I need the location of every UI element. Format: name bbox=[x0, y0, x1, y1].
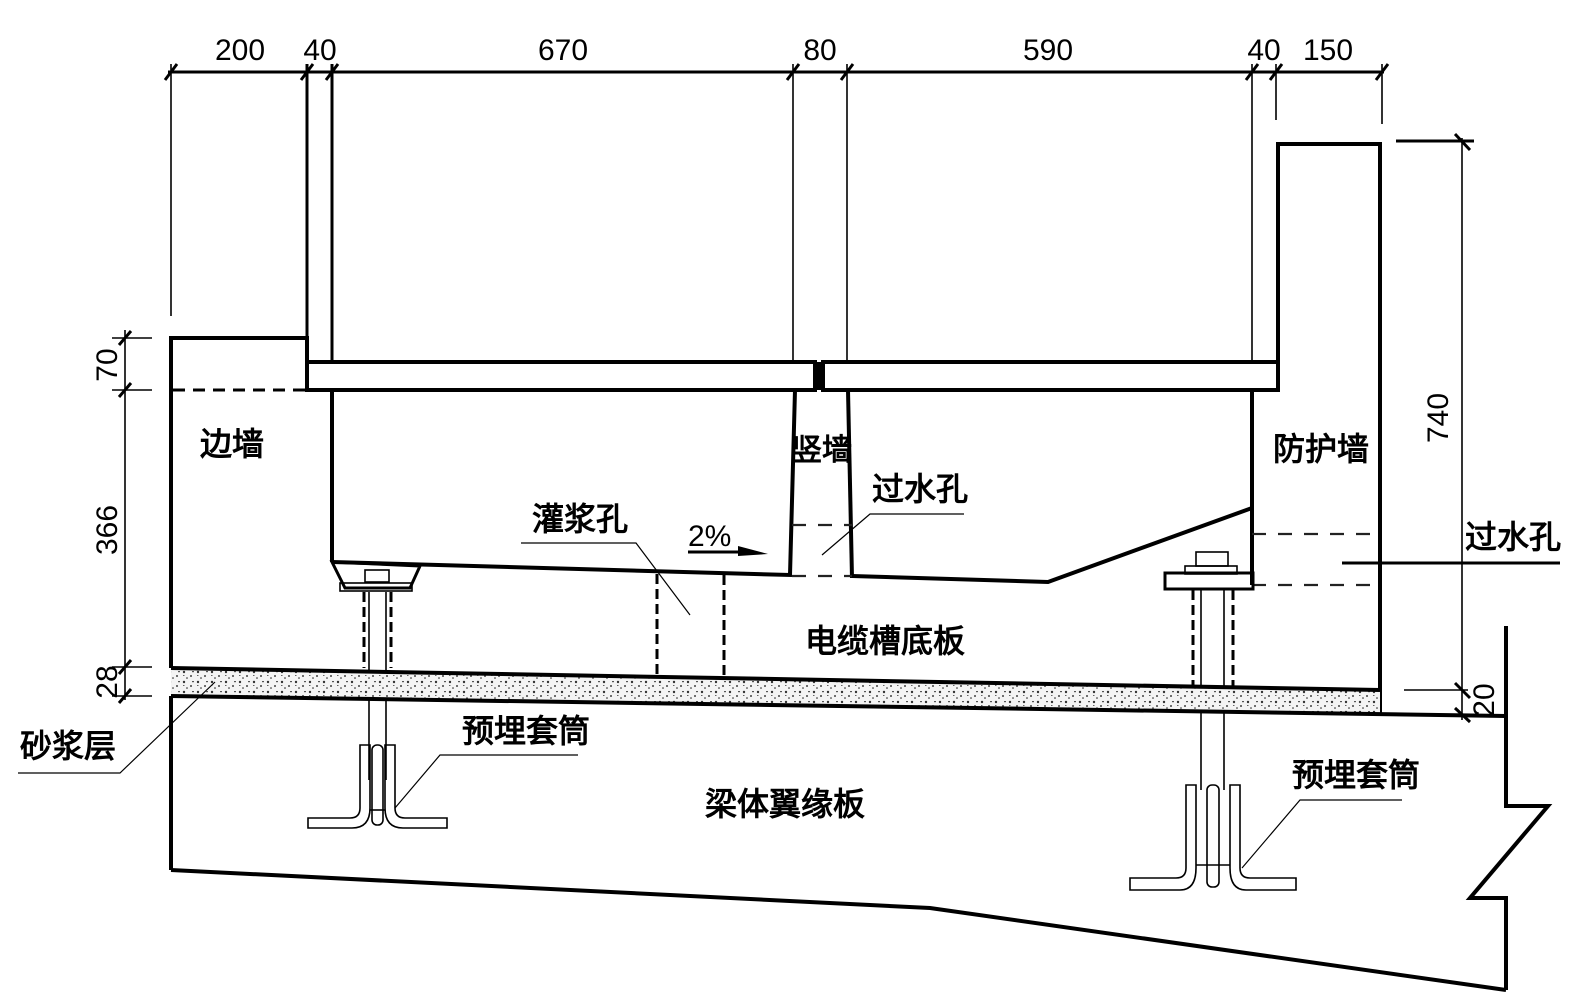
cover-plate-right bbox=[821, 360, 1280, 392]
dim-right-740: 740 bbox=[1422, 393, 1455, 443]
cover-plate-left bbox=[305, 360, 817, 392]
dim-top-200: 200 bbox=[215, 34, 265, 67]
label-protective-wall: 防护墙 bbox=[1273, 430, 1369, 468]
right-anchor-bolt bbox=[1129, 551, 1297, 891]
label-grout-hole: 灌浆孔 bbox=[532, 500, 628, 538]
sleeve-left-leader bbox=[394, 754, 578, 809]
dim-top-670: 670 bbox=[538, 34, 588, 67]
label-embedded-sleeve-left: 预埋套筒 bbox=[462, 712, 590, 750]
drain-hole-inner-leader bbox=[821, 513, 964, 556]
sleeve-right-leader bbox=[1241, 799, 1402, 869]
dim-top-80: 80 bbox=[803, 34, 836, 67]
label-trough-base: 电缆槽底板 bbox=[805, 622, 965, 660]
grout-hole bbox=[655, 574, 726, 678]
label-vertical-wall: 竖墙 bbox=[792, 433, 852, 468]
mortar-layer bbox=[170, 666, 1507, 718]
dim-top-40-right: 40 bbox=[1247, 34, 1280, 67]
cover-plates bbox=[305, 360, 1280, 392]
label-drain-hole-outer: 过水孔 bbox=[1465, 518, 1561, 556]
leader-lines bbox=[18, 513, 1560, 869]
dim-top-40-left: 40 bbox=[303, 34, 336, 67]
protective-wall bbox=[1252, 142, 1382, 716]
side-wall bbox=[169, 336, 309, 668]
top-dimension-chain: 200 40 670 80 590 40 150 bbox=[163, 34, 1390, 362]
dim-left-28: 28 bbox=[91, 665, 124, 698]
mortar-leader bbox=[18, 681, 216, 774]
label-mortar-layer: 砂浆层 bbox=[20, 727, 116, 765]
label-drain-hole-inner: 过水孔 bbox=[872, 470, 968, 508]
dim-top-150: 150 bbox=[1303, 34, 1353, 67]
beam-flange bbox=[169, 626, 1553, 992]
grout-hole-leader bbox=[521, 542, 691, 616]
text-labels: 边墙 竖墙 防护墙 灌浆孔 过水孔 过水孔 2% 电缆槽底板 砂浆层 预埋套筒 … bbox=[20, 425, 1561, 823]
slope-arrow-head bbox=[738, 546, 768, 556]
label-side-wall: 边墙 bbox=[200, 425, 264, 463]
dim-left-366: 366 bbox=[91, 505, 124, 555]
right-dimension-chain: 740 20 bbox=[1396, 132, 1501, 724]
label-slope: 2% bbox=[688, 520, 731, 553]
label-beam-flange: 梁体翼缘板 bbox=[705, 785, 865, 823]
dim-right-20: 20 bbox=[1468, 683, 1501, 716]
dim-top-590: 590 bbox=[1023, 34, 1073, 67]
inner-trough bbox=[330, 389, 1254, 585]
dim-left-70: 70 bbox=[91, 348, 124, 381]
label-embedded-sleeve-right: 预埋套筒 bbox=[1292, 756, 1420, 794]
left-dimension-chain: 70 366 28 bbox=[91, 330, 152, 704]
